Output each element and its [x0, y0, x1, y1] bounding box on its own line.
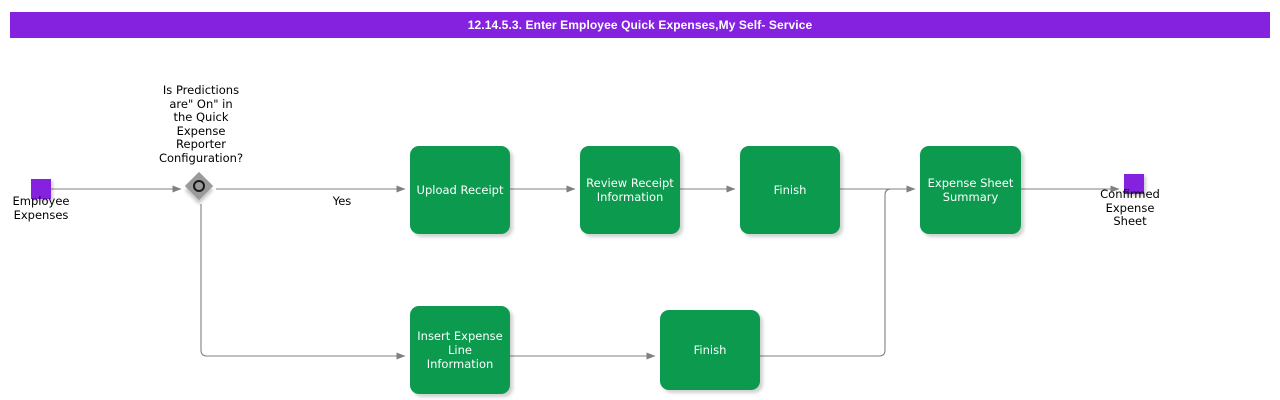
start-event-label: Employee Expenses: [12, 194, 70, 222]
task-expense-sheet-summary-label: Expense Sheet Summary: [927, 176, 1014, 204]
task-finish-top[interactable]: Finish: [740, 146, 840, 234]
task-upload-receipt[interactable]: Upload Receipt: [410, 146, 510, 234]
edge-finish-bottom-to-summary: [760, 188, 915, 357]
gateway-circle-icon: [193, 180, 205, 192]
task-finish-bottom-label: Finish: [693, 343, 727, 357]
task-upload-receipt-label: Upload Receipt: [416, 183, 504, 197]
task-finish-top-label: Finish: [773, 183, 807, 197]
gateway-inclusive[interactable]: [184, 171, 216, 203]
end-event-label: Confirmed Expense Sheet: [1100, 187, 1160, 228]
branch-label-yes: Yes: [332, 194, 352, 208]
task-review-receipt-information-label: Review Receipt Information: [586, 176, 674, 204]
task-expense-sheet-summary[interactable]: Expense Sheet Summary: [920, 146, 1021, 234]
task-insert-expense-line-information-label: Insert Expense Line Information: [417, 329, 503, 371]
task-finish-bottom[interactable]: Finish: [660, 310, 760, 390]
edge-gateway-to-insert-expense-line: [200, 204, 406, 360]
page-title: 12.14.5.3. Enter Employee Quick Expenses…: [467, 18, 813, 32]
gateway-condition-label: Is Predictions are" On" in the Quick Exp…: [158, 83, 244, 165]
task-insert-expense-line-information[interactable]: Insert Expense Line Information: [410, 306, 510, 394]
page-title-banner: 12.14.5.3. Enter Employee Quick Expenses…: [10, 12, 1270, 38]
task-review-receipt-information[interactable]: Review Receipt Information: [580, 146, 680, 234]
end-event-marker: [1124, 174, 1144, 194]
start-event-marker: [31, 179, 51, 199]
